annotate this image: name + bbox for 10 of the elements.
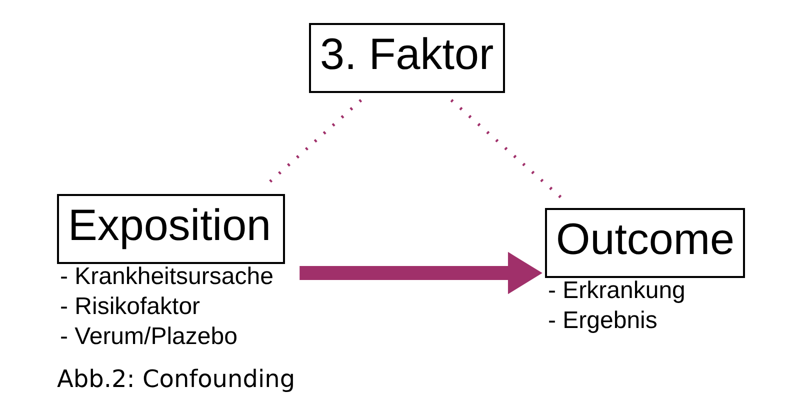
node-label: - Krankheitsursache — [60, 263, 274, 290]
caption: Abb.2: Confounding — [57, 365, 296, 394]
node-label: - Risikofaktor — [60, 293, 200, 320]
node-box: 3. Faktor — [309, 23, 505, 93]
node-label: - Erkrankung — [548, 277, 686, 304]
node-label: - Ergebnis — [548, 307, 658, 334]
node-label: - Verum/Plazebo — [60, 323, 238, 350]
arrow — [300, 252, 542, 294]
node-box: Exposition — [57, 194, 285, 264]
node-box: Outcome — [545, 208, 745, 278]
